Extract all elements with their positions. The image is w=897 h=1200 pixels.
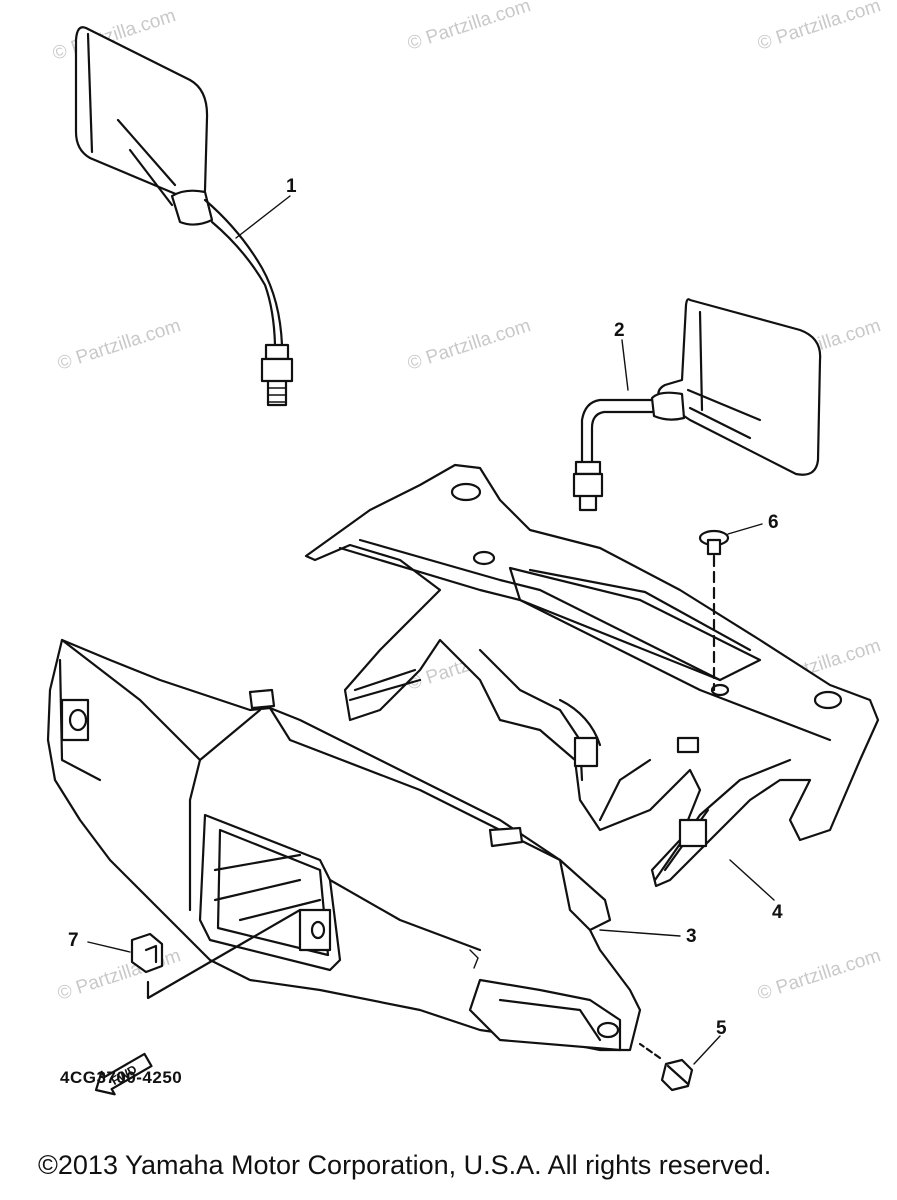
watermark: © Partzilla.com — [755, 0, 883, 55]
watermark: © Partzilla.com — [405, 0, 533, 55]
bracket-part[interactable] — [304, 463, 880, 888]
headlight-cowl-part[interactable] — [46, 638, 642, 1052]
left-mirror-part[interactable] — [74, 26, 294, 407]
callout-2: 2 — [614, 320, 625, 341]
right-mirror-part[interactable] — [572, 298, 822, 512]
callout-6: 6 — [768, 512, 779, 533]
callouts: 1 2 3 4 5 6 7 — [68, 176, 783, 1039]
watermark: © Partzilla.com — [55, 315, 183, 375]
copyright-notice: ©2013 Yamaha Motor Corporation, U.S.A. A… — [38, 1150, 772, 1180]
callout-7: 7 — [68, 930, 79, 951]
watermark: © Partzilla.com — [755, 945, 883, 1005]
parts-diagram: © Partzilla.com © Partzilla.com © Partzi… — [46, 0, 883, 1096]
callout-3: 3 — [686, 926, 697, 947]
part-code: 4CG3700-4250 — [60, 1068, 183, 1087]
watermark: © Partzilla.com — [55, 945, 183, 1005]
callout-1: 1 — [286, 176, 297, 197]
nut-clip-part[interactable] — [130, 908, 302, 1000]
leader-lines — [87, 195, 775, 1065]
screw-part[interactable] — [698, 529, 730, 692]
bolt-part[interactable] — [638, 1042, 694, 1092]
callout-4: 4 — [772, 902, 783, 923]
callout-5: 5 — [716, 1018, 727, 1039]
watermark: © Partzilla.com — [405, 315, 533, 375]
